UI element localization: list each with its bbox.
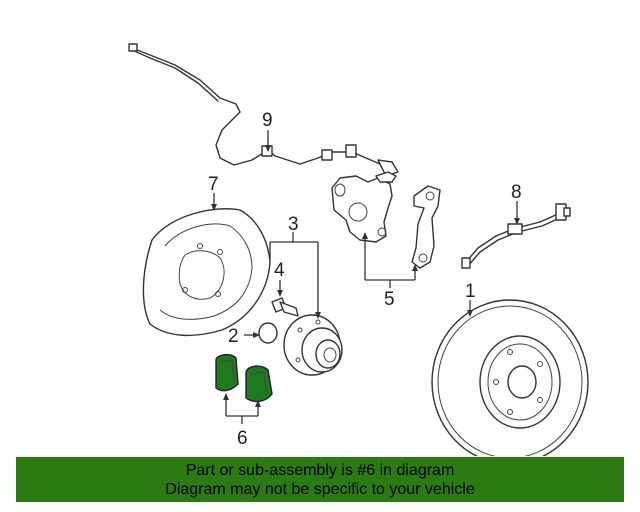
callout-6: 6: [237, 428, 248, 449]
banner-line-2: Diagram may not be specific to your vehi…: [165, 481, 475, 498]
hub-bolt[interactable]: [271, 297, 299, 317]
wheel-hub[interactable]: [283, 314, 343, 376]
banner-line-1: Part or sub-assembly is #6 in diagram: [185, 462, 455, 479]
brake-hose[interactable]: [461, 203, 571, 269]
callout-5: 5: [384, 289, 395, 310]
callout-1: 1: [465, 281, 476, 302]
callout-2: 2: [228, 326, 239, 347]
brake-pad-inner[interactable]: [215, 353, 239, 392]
callout-7: 7: [208, 174, 219, 195]
callout-9: 9: [262, 110, 273, 131]
caliper[interactable]: [331, 171, 397, 243]
info-banner: Part or sub-assembly is #6 in diagram Di…: [16, 457, 624, 502]
splash-shield[interactable]: [142, 208, 271, 337]
brake-pad-outer[interactable]: [245, 365, 273, 403]
brake-pads[interactable]: [215, 353, 273, 403]
callout-4: 4: [274, 260, 285, 281]
abs-sensor-wire[interactable]: [128, 43, 399, 177]
caliper-bracket[interactable]: [411, 185, 441, 269]
brake-rotor[interactable]: [431, 299, 589, 456]
callout-8: 8: [511, 182, 522, 203]
exploded-parts-diagram: 1 2 3 4 5 6 7 8 9: [128, 43, 589, 456]
callout-lines: [211, 130, 520, 424]
o-ring[interactable]: [258, 322, 278, 344]
callout-3: 3: [288, 214, 299, 235]
